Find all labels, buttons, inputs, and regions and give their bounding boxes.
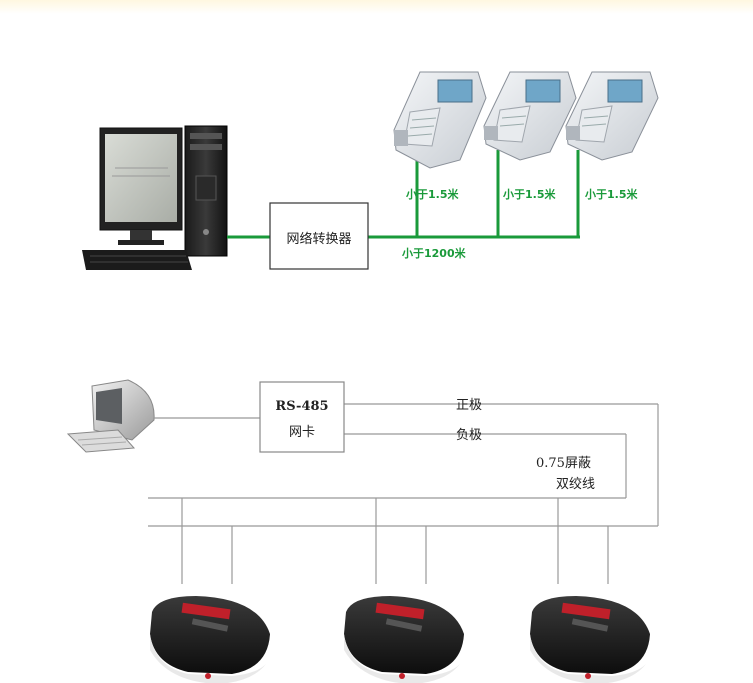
handheld-terminal-icon (393, 71, 487, 169)
top-border-strip (0, 0, 753, 14)
negative-pole-label: 负极 (456, 428, 482, 443)
cable-type-label: 双绞线 (556, 476, 595, 492)
branch-distance-label: 小于1.5米 (502, 187, 556, 201)
desktop-computer-icon (82, 125, 228, 270)
cable-spec-label: 0.75屏蔽 (536, 456, 591, 471)
branch-distance-label: 小于1.5米 (405, 187, 459, 201)
top-connection-lines (227, 150, 580, 239)
card-reader-device-icon (530, 596, 650, 683)
network-converter-box (269, 202, 369, 270)
bottom-wiring (148, 403, 659, 584)
rs485-label: RS-485 (275, 399, 328, 414)
handheld-terminal-icon (565, 71, 659, 161)
network-card-label: 网卡 (289, 425, 315, 440)
card-reader-device-icon (344, 596, 464, 683)
network-converter-label: 网络转换器 (286, 231, 351, 247)
rs485-network-card-box (259, 381, 345, 453)
handheld-terminal-icon (483, 71, 577, 161)
card-reader-device-icon (150, 596, 270, 683)
positive-pole-label: 正极 (456, 398, 482, 413)
branch-distance-label: 小于1.5米 (584, 187, 638, 201)
crt-computer-icon (66, 379, 155, 453)
distance-label-1200m: 小于1200米 (401, 246, 467, 260)
